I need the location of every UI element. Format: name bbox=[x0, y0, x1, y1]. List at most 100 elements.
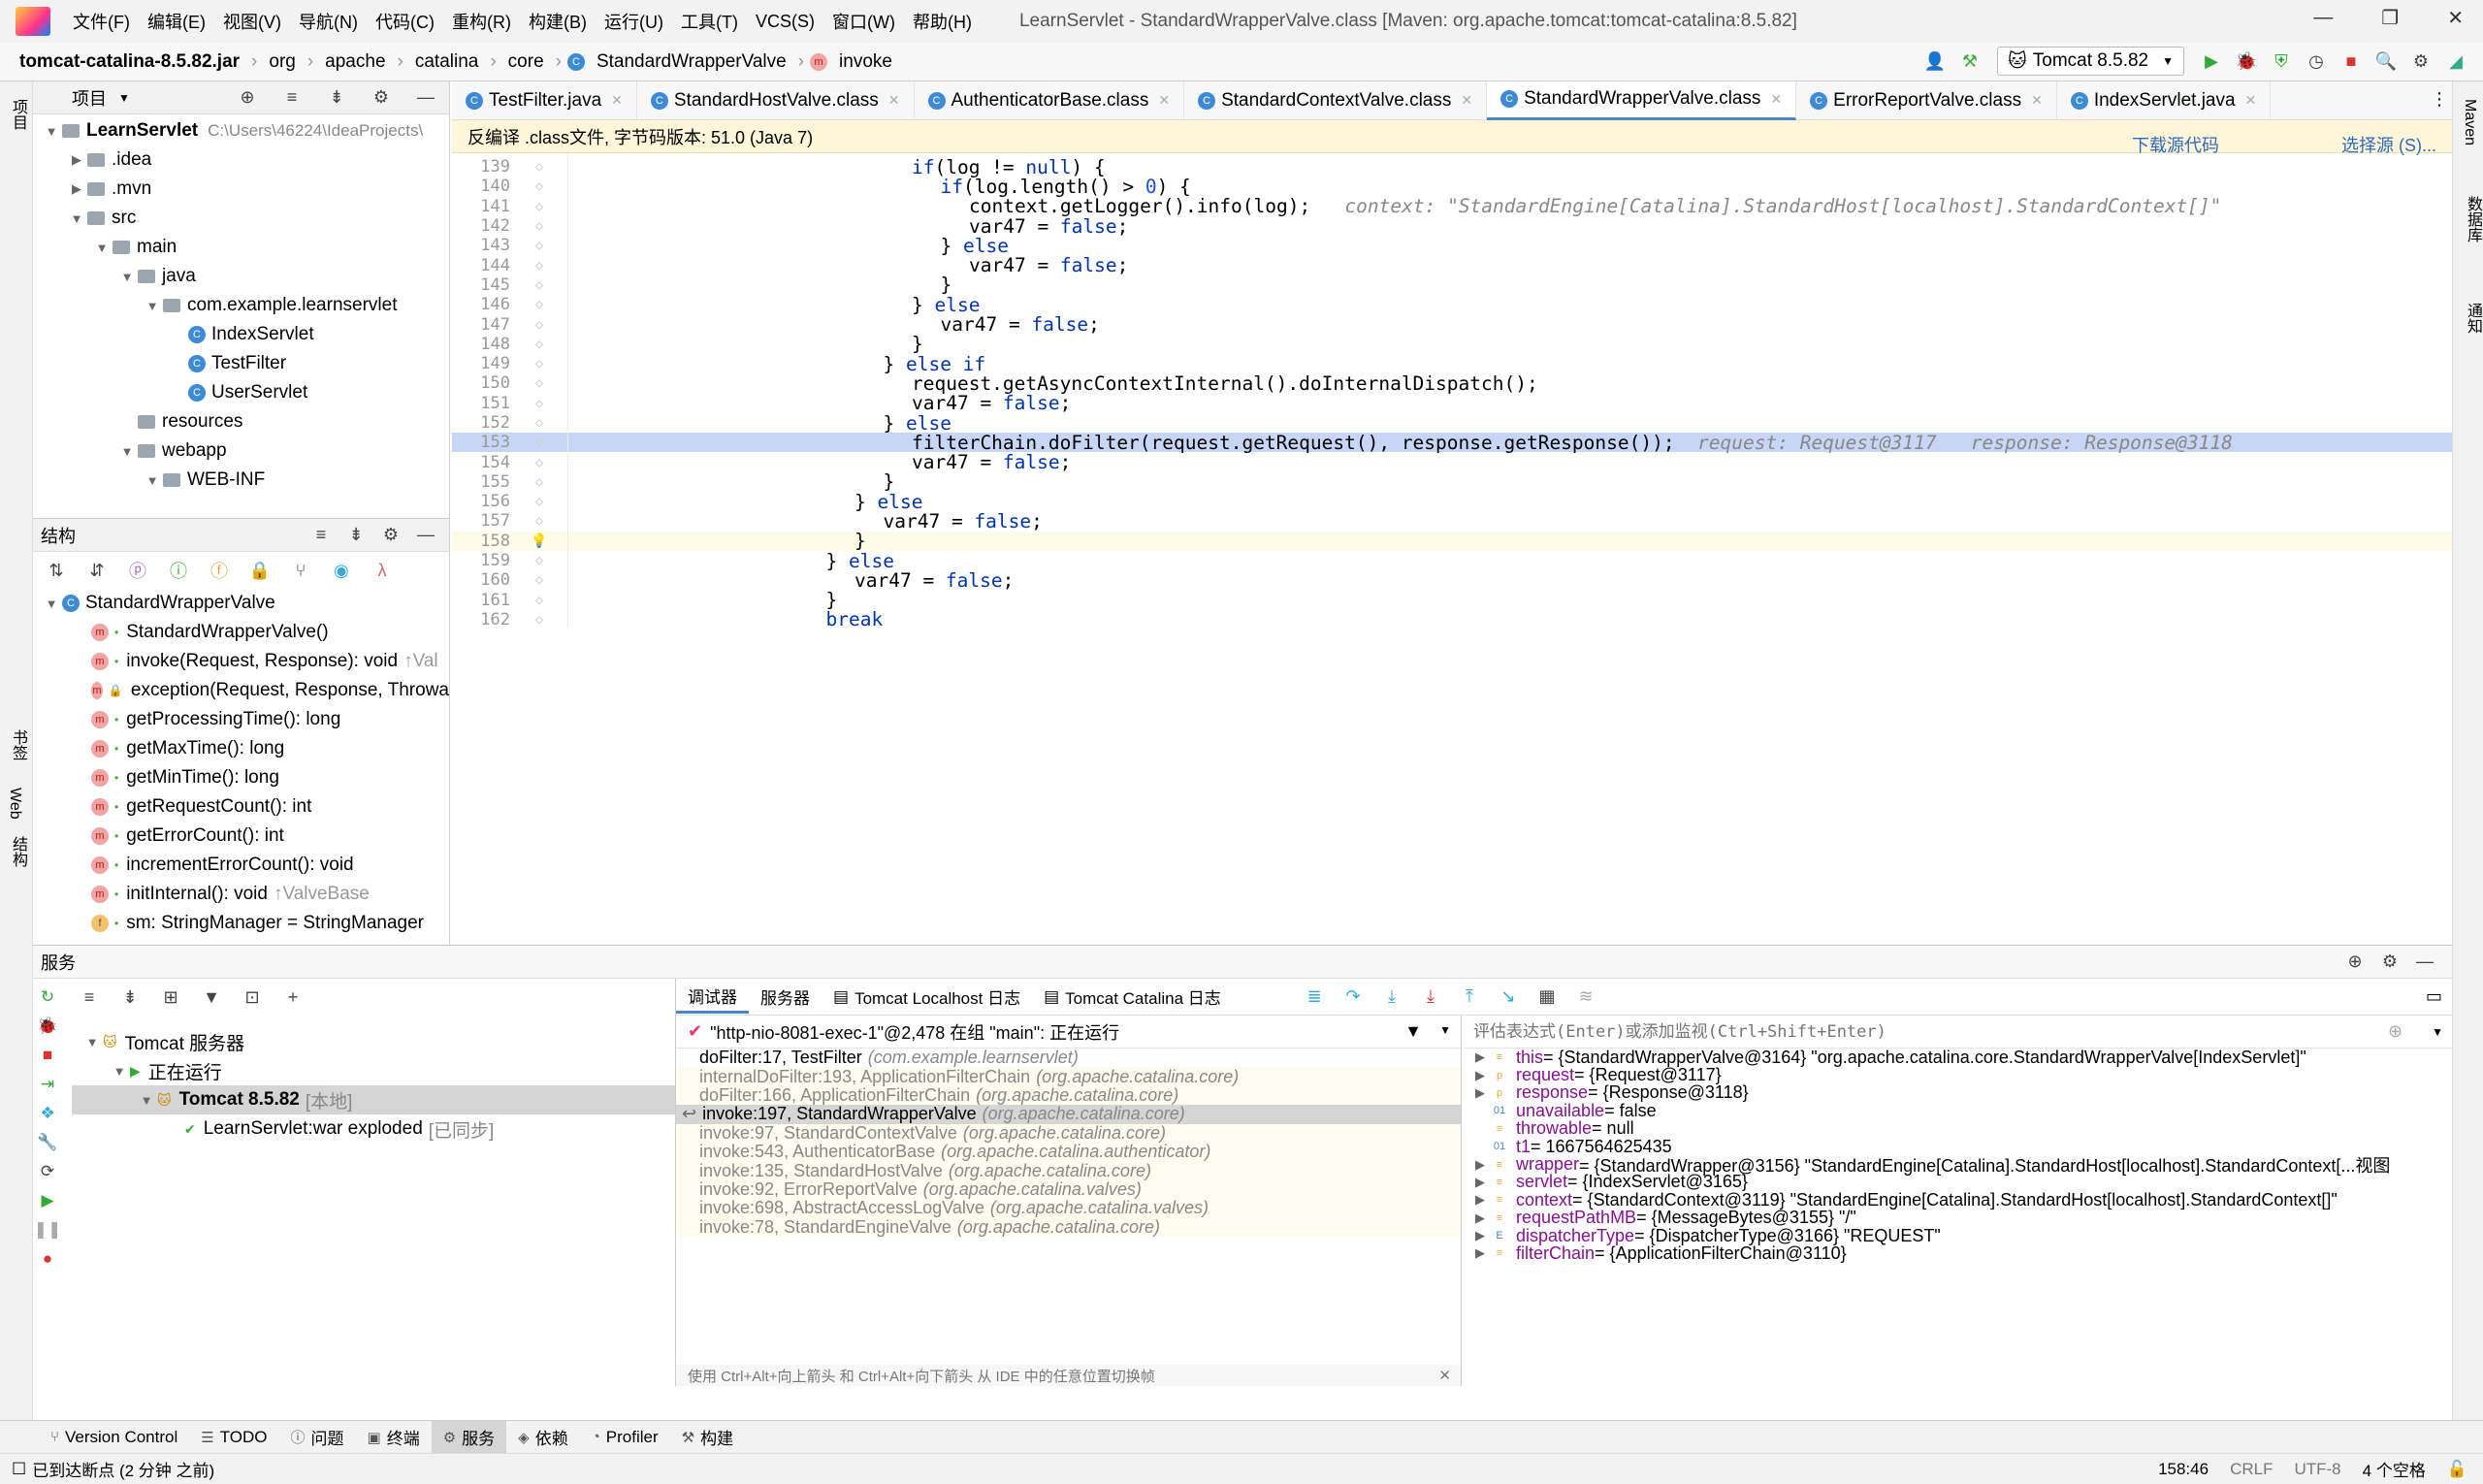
sort-visibility-icon[interactable]: ⇵ bbox=[89, 560, 105, 580]
code-line[interactable]: 146◇} else bbox=[452, 294, 2452, 316]
gear-icon[interactable]: ⚙ bbox=[2381, 951, 2399, 971]
menu-item[interactable]: 代码(C) bbox=[374, 13, 435, 32]
menu-item[interactable]: 运行(U) bbox=[603, 13, 663, 32]
structure-item[interactable]: m•getErrorCount(): int bbox=[33, 822, 449, 851]
user-icon[interactable]: 👤 bbox=[1923, 50, 1947, 71]
close-icon[interactable]: ✕ bbox=[1461, 92, 1473, 108]
code-line[interactable]: 140◇if(log.length() > 0) { bbox=[452, 176, 2452, 198]
sort-alpha-icon[interactable]: ⇅ bbox=[48, 560, 64, 580]
structure-item[interactable]: m•getRequestCount(): int bbox=[33, 792, 449, 822]
bottom-tab[interactable]: ◈依赖 bbox=[506, 1421, 580, 1454]
stack-frame[interactable]: doFilter:17, TestFilter(com.example.lear… bbox=[676, 1048, 1461, 1067]
menu-item[interactable]: 编辑(E) bbox=[146, 13, 206, 32]
hide-icon[interactable]: — bbox=[417, 87, 435, 107]
chevron-down-icon[interactable]: ▼ bbox=[70, 210, 83, 226]
chevron-down-icon[interactable]: ▼ bbox=[45, 596, 58, 611]
project-tree-row[interactable]: ▼webapp bbox=[33, 436, 449, 466]
show-inherited-icon[interactable]: ⓘ bbox=[170, 562, 187, 581]
chevron-down-icon[interactable]: ▼ bbox=[120, 269, 134, 284]
code-line[interactable]: 152◇} else bbox=[452, 412, 2452, 435]
show-properties-icon[interactable]: ⓟ bbox=[129, 562, 146, 581]
variable-row[interactable]: ▶≡wrapper = {StandardWrapper@3156} "Stan… bbox=[1464, 1154, 2453, 1176]
chevron-down-icon[interactable]: ▼ bbox=[95, 240, 109, 255]
chevron-down-icon[interactable]: ▼ bbox=[140, 1092, 153, 1108]
project-tree-row[interactable]: ▼main bbox=[33, 233, 449, 262]
evaluate-icon[interactable]: ▦ bbox=[1538, 985, 1556, 1006]
add-icon[interactable]: ⊕ bbox=[2347, 951, 2363, 971]
structure-item[interactable]: m•incrementErrorCount(): void bbox=[33, 851, 449, 880]
close-icon[interactable]: ✕ bbox=[1158, 92, 1171, 108]
gear-icon[interactable]: ⚙ bbox=[2412, 50, 2430, 71]
hide-icon[interactable]: — bbox=[2416, 951, 2434, 971]
stack-frame[interactable]: invoke:97, StandardContextValve(org.apac… bbox=[676, 1123, 1461, 1143]
deploy-icon[interactable]: ⇥ bbox=[40, 1075, 55, 1093]
close-icon[interactable]: ✕ bbox=[1770, 90, 1783, 107]
structure-item[interactable]: m•invoke(Request, Response): void↑Val bbox=[33, 647, 449, 676]
breadcrumb-item[interactable]: StandardWrapperValve bbox=[596, 50, 787, 72]
show-anonymous-icon[interactable]: ⑂ bbox=[295, 560, 306, 580]
right-strip-1[interactable]: 数据库 bbox=[2465, 196, 2481, 242]
breadcrumb-item[interactable]: core bbox=[507, 50, 544, 72]
chevron-right-icon[interactable]: ▶ bbox=[1475, 1049, 1485, 1065]
artifact-icon[interactable]: ❖ bbox=[40, 1104, 55, 1122]
stop-icon[interactable]: ■ bbox=[2345, 50, 2357, 71]
code-line[interactable]: 149◇} else if bbox=[452, 353, 2452, 375]
chevron-down-icon[interactable]: ▼ bbox=[85, 1034, 99, 1049]
minimize-icon[interactable]: — bbox=[2313, 7, 2334, 28]
project-tree-row[interactable]: resources bbox=[33, 407, 449, 436]
restore-icon[interactable]: ❐ bbox=[2381, 8, 2400, 29]
breadcrumb-item[interactable]: apache bbox=[325, 50, 386, 72]
show-lambdas-icon[interactable]: ◉ bbox=[334, 560, 349, 580]
chevron-right-icon[interactable]: ▶ bbox=[72, 181, 81, 196]
chevron-right-icon[interactable]: ▶ bbox=[72, 152, 81, 167]
run-to-cursor-icon[interactable]: ↘ bbox=[1500, 985, 1516, 1006]
choose-sources-link[interactable]: 选择源 (S)... bbox=[2341, 136, 2436, 155]
filter-icon[interactable]: ▼ bbox=[203, 986, 220, 1007]
debug-icon[interactable]: 🐞 bbox=[37, 1016, 58, 1035]
bottom-tab[interactable]: ⚒构建 bbox=[670, 1421, 745, 1454]
chevron-down-icon[interactable]: ▼ bbox=[118, 90, 130, 105]
code-view[interactable]: 139◇if(log != null) {140◇if(log.length()… bbox=[452, 153, 2452, 630]
run-config-select[interactable]: 🐱Tomcat 8.5.82▼ bbox=[1996, 47, 2184, 76]
show-fields-icon[interactable]: ⓕ bbox=[210, 562, 228, 581]
add-watch-icon[interactable]: ⊕ bbox=[2388, 1021, 2403, 1041]
code-line[interactable]: 156◇} else bbox=[452, 491, 2452, 513]
code-line[interactable]: 160◇var47 = false; bbox=[452, 569, 2452, 592]
project-tree-row[interactable]: ▼java bbox=[33, 262, 449, 291]
download-sources-link[interactable]: 下载源代码 bbox=[2132, 136, 2219, 155]
menu-item[interactable]: 构建(B) bbox=[528, 13, 587, 32]
debugger-tab[interactable]: 调试器 bbox=[676, 981, 749, 1014]
collapse-all-icon[interactable]: ⇟ bbox=[122, 986, 138, 1007]
code-line[interactable]: 161◇} bbox=[452, 589, 2452, 611]
code-line[interactable]: 142◇var47 = false; bbox=[452, 215, 2452, 238]
left-strip-3[interactable]: 结构 bbox=[10, 836, 26, 867]
service-node[interactable]: ▼▶正在运行 bbox=[72, 1056, 675, 1085]
code-line[interactable]: 162◇break bbox=[452, 608, 2452, 630]
indent-setting[interactable]: 4 个空格 bbox=[2362, 1462, 2426, 1480]
expand-all-icon[interactable]: ≡ bbox=[315, 525, 327, 544]
menu-item[interactable]: 帮助(H) bbox=[912, 13, 972, 32]
add-service-icon[interactable]: + bbox=[287, 986, 299, 1007]
chevron-down-icon[interactable]: ▼ bbox=[145, 298, 159, 313]
new-tab-icon[interactable]: ⊡ bbox=[244, 986, 260, 1007]
structure-item[interactable]: m•getMinTime(): long bbox=[33, 763, 449, 792]
expand-all-icon[interactable]: ≡ bbox=[83, 986, 95, 1007]
chevron-down-icon[interactable]: ▼ bbox=[2432, 1024, 2443, 1039]
code-line[interactable]: 141◇context.getLogger().info(log); conte… bbox=[452, 195, 2452, 217]
menu-item[interactable]: 工具(T) bbox=[680, 13, 738, 32]
code-line[interactable]: 154◇var47 = false; bbox=[452, 451, 2452, 473]
update-icon[interactable]: ◢ bbox=[2449, 50, 2463, 71]
force-step-into-icon[interactable]: ⤓ bbox=[1427, 985, 1435, 1006]
trace-icon[interactable]: ≋ bbox=[1578, 985, 1594, 1006]
layout-icon[interactable]: ▭ bbox=[2425, 986, 2442, 1006]
collapse-all-icon[interactable]: ⇟ bbox=[348, 525, 364, 544]
code-line[interactable]: 157◇var47 = false; bbox=[452, 510, 2452, 532]
